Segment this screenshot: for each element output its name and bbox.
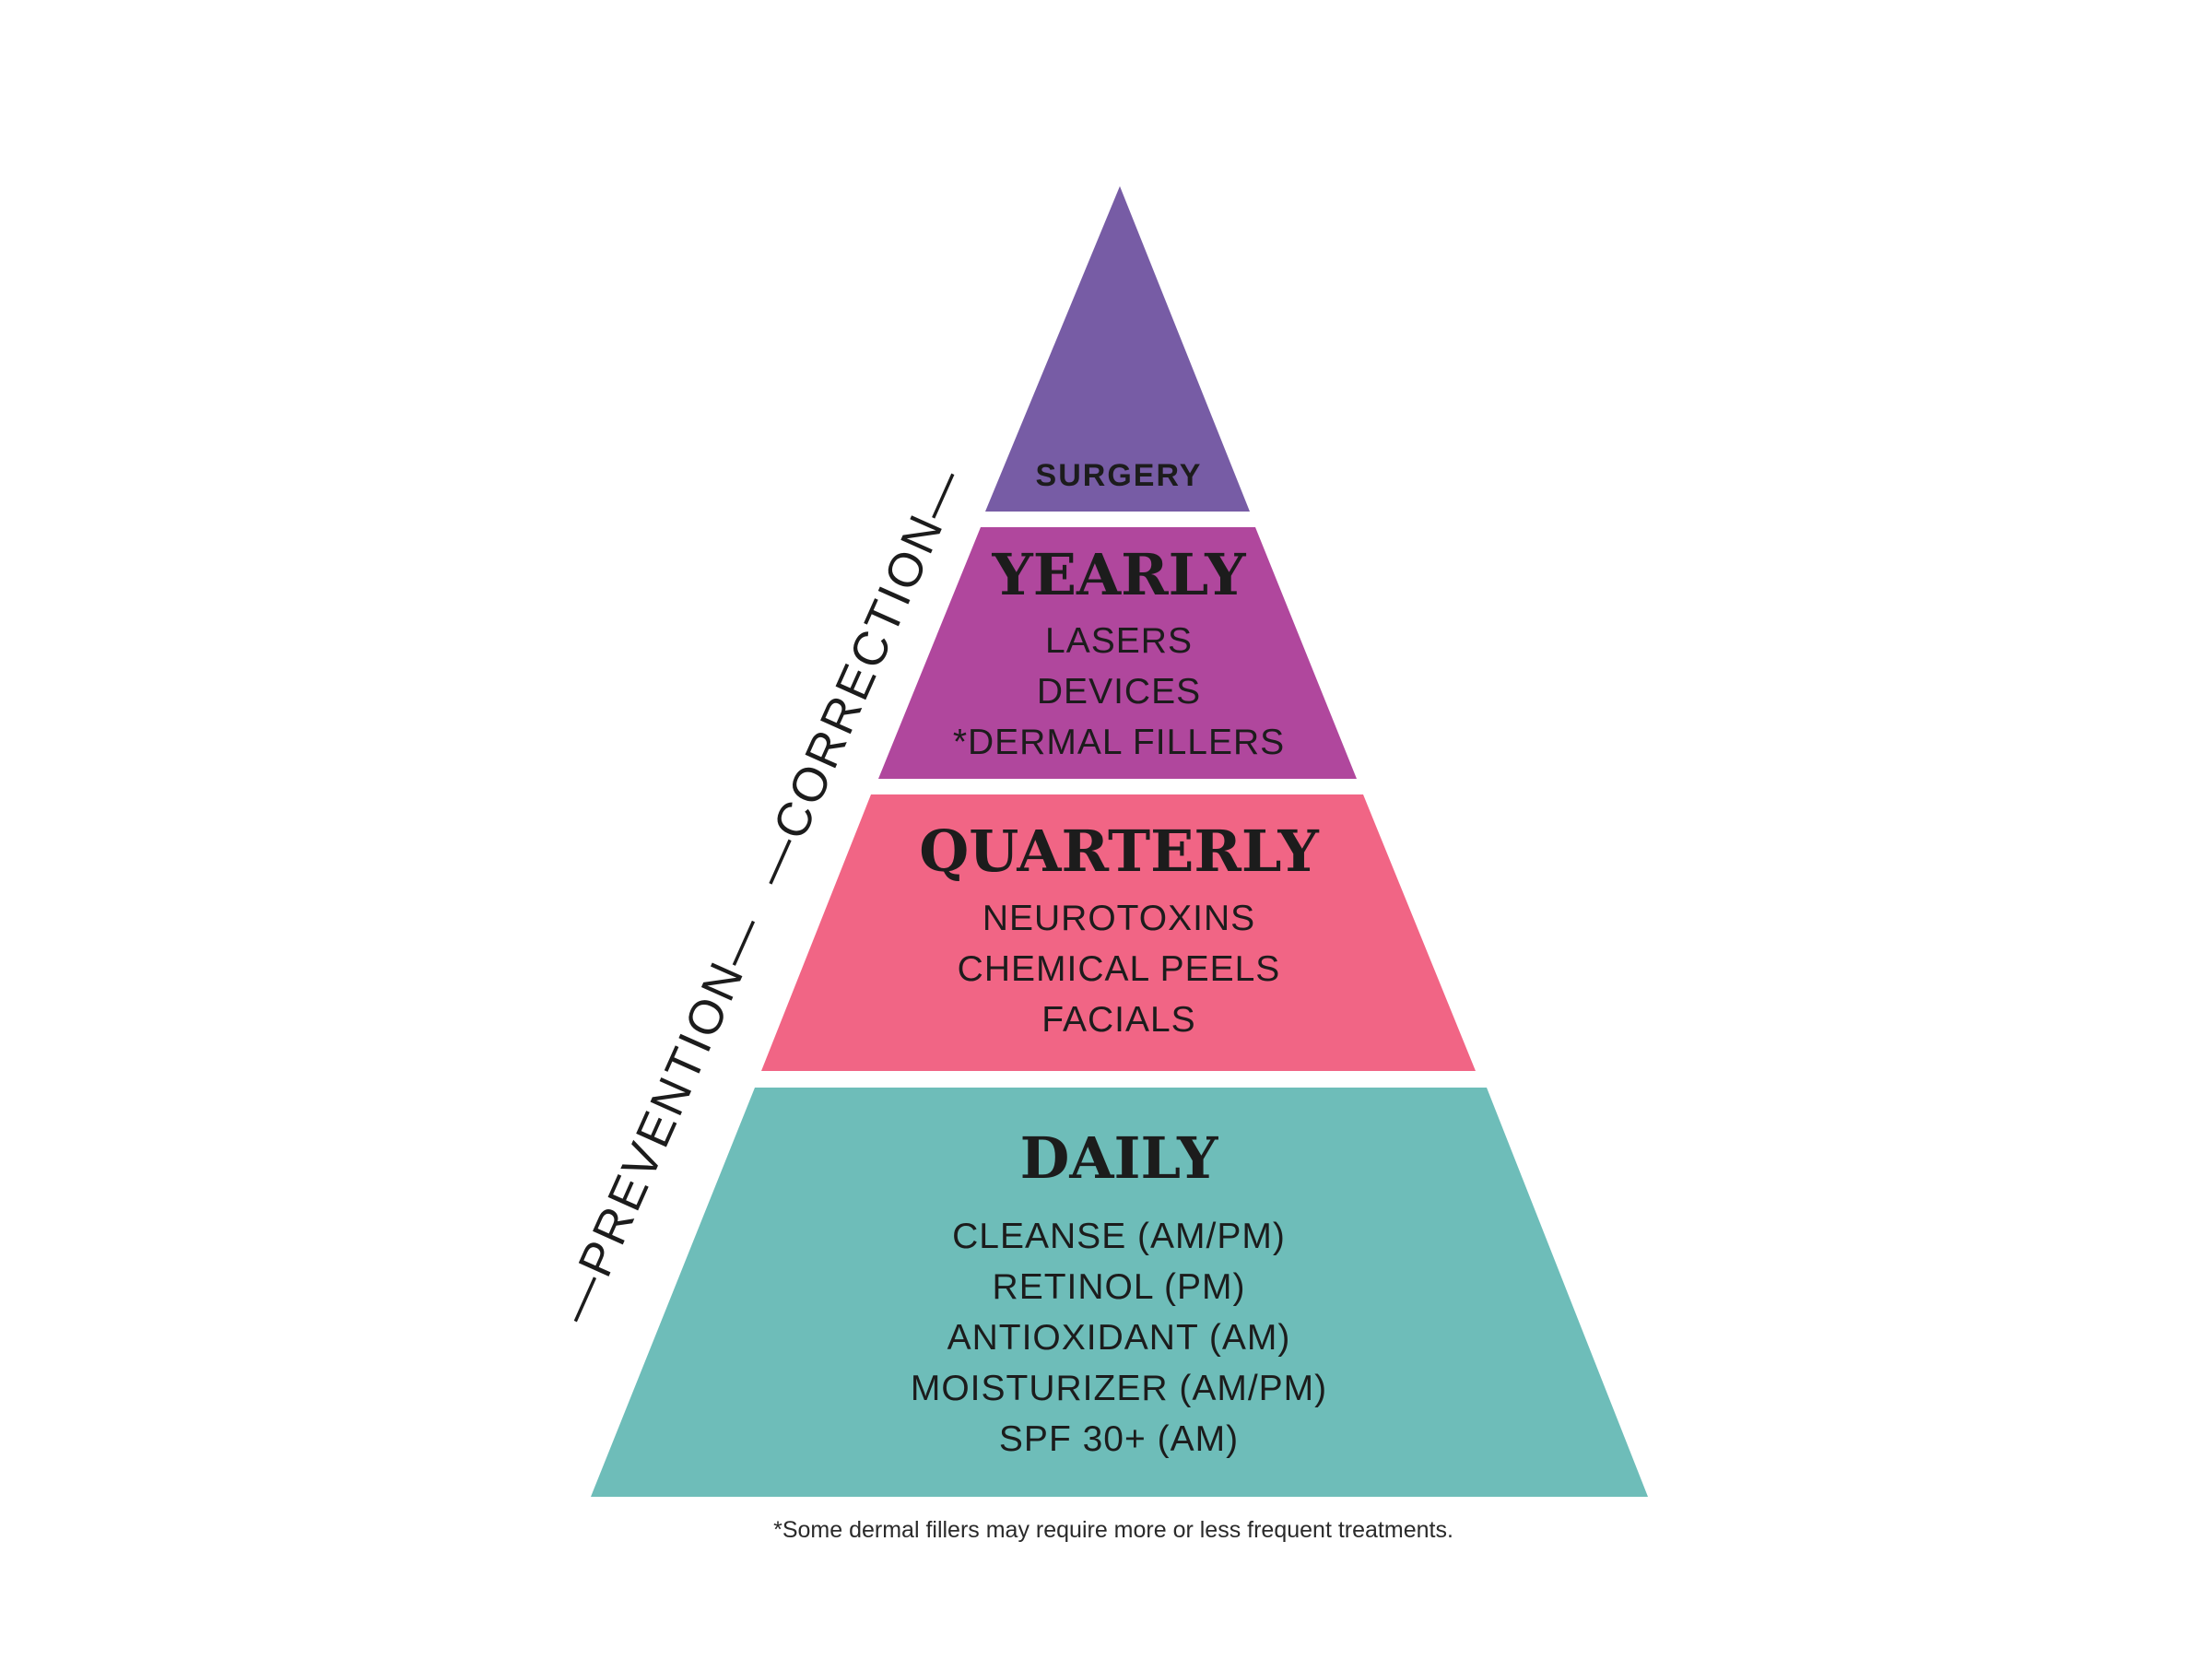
tier-yearly-item: DEVICES (1037, 672, 1201, 712)
tier-yearly-shape (878, 527, 1357, 779)
tier-quarterly-item: CHEMICAL PEELS (958, 949, 1281, 989)
tier-daily-item: SPF 30+ (AM) (999, 1419, 1239, 1459)
tier-surgery-shape (985, 186, 1250, 512)
tier-daily-title: DAILY (1020, 1124, 1219, 1192)
tier-daily-shape (591, 1088, 1648, 1497)
tier-daily-item: RETINOL (PM) (993, 1267, 1246, 1307)
tier-yearly-item: *DERMAL FILLERS (953, 723, 1285, 762)
tier-daily-item: ANTIOXIDANT (AM) (947, 1318, 1291, 1358)
tier-yearly-title: YEARLY (991, 541, 1246, 608)
tier-quarterly-shape (761, 794, 1476, 1071)
tier-daily-item: CLEANSE (AM/PM) (952, 1217, 1286, 1256)
tier-quarterly-title: QUARTERLY (919, 818, 1319, 885)
tier-quarterly-item: FACIALS (1041, 1000, 1195, 1040)
tier-yearly-item: LASERS (1045, 621, 1193, 661)
tier-quarterly-item: NEUROTOXINS (982, 899, 1255, 938)
tier-daily-item: MOISTURIZER (AM/PM) (911, 1369, 1327, 1408)
tier-surgery-title: SURGERY (1036, 458, 1203, 493)
footnote: *Some dermal fillers may require more or… (773, 1517, 1453, 1543)
